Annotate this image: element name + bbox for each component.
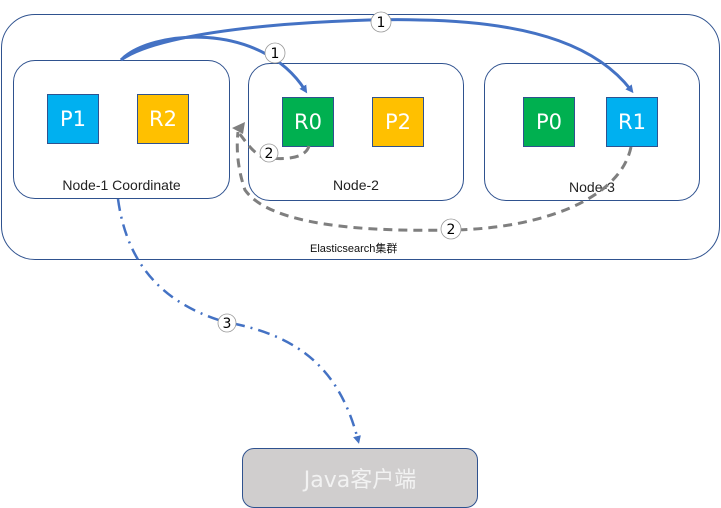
- shard-p2: P2: [372, 97, 424, 147]
- node-2-label: Node-2: [333, 177, 379, 193]
- node-1-label: Node-1 Coordinate: [62, 177, 181, 193]
- shard-r0: R0: [282, 97, 334, 147]
- shard-label: P1: [59, 107, 87, 131]
- shard-r2: R2: [137, 94, 189, 144]
- step-badge-3: 3: [217, 313, 237, 333]
- step-label: 3: [223, 316, 232, 332]
- shard-label: R1: [618, 110, 646, 134]
- shard-label: P0: [535, 110, 563, 134]
- java-client: Java客户端: [242, 448, 478, 508]
- cluster-label: Elasticsearch集群: [310, 243, 398, 255]
- shard-p1: P1: [47, 94, 99, 144]
- shard-label: R2: [149, 107, 177, 131]
- node-3-label: Node-3: [569, 179, 615, 195]
- shard-p0: P0: [523, 97, 575, 147]
- shard-r1: R1: [606, 97, 658, 147]
- shard-label: R0: [294, 110, 322, 134]
- shard-label: P2: [384, 110, 412, 134]
- client-label: Java客户端: [303, 468, 417, 493]
